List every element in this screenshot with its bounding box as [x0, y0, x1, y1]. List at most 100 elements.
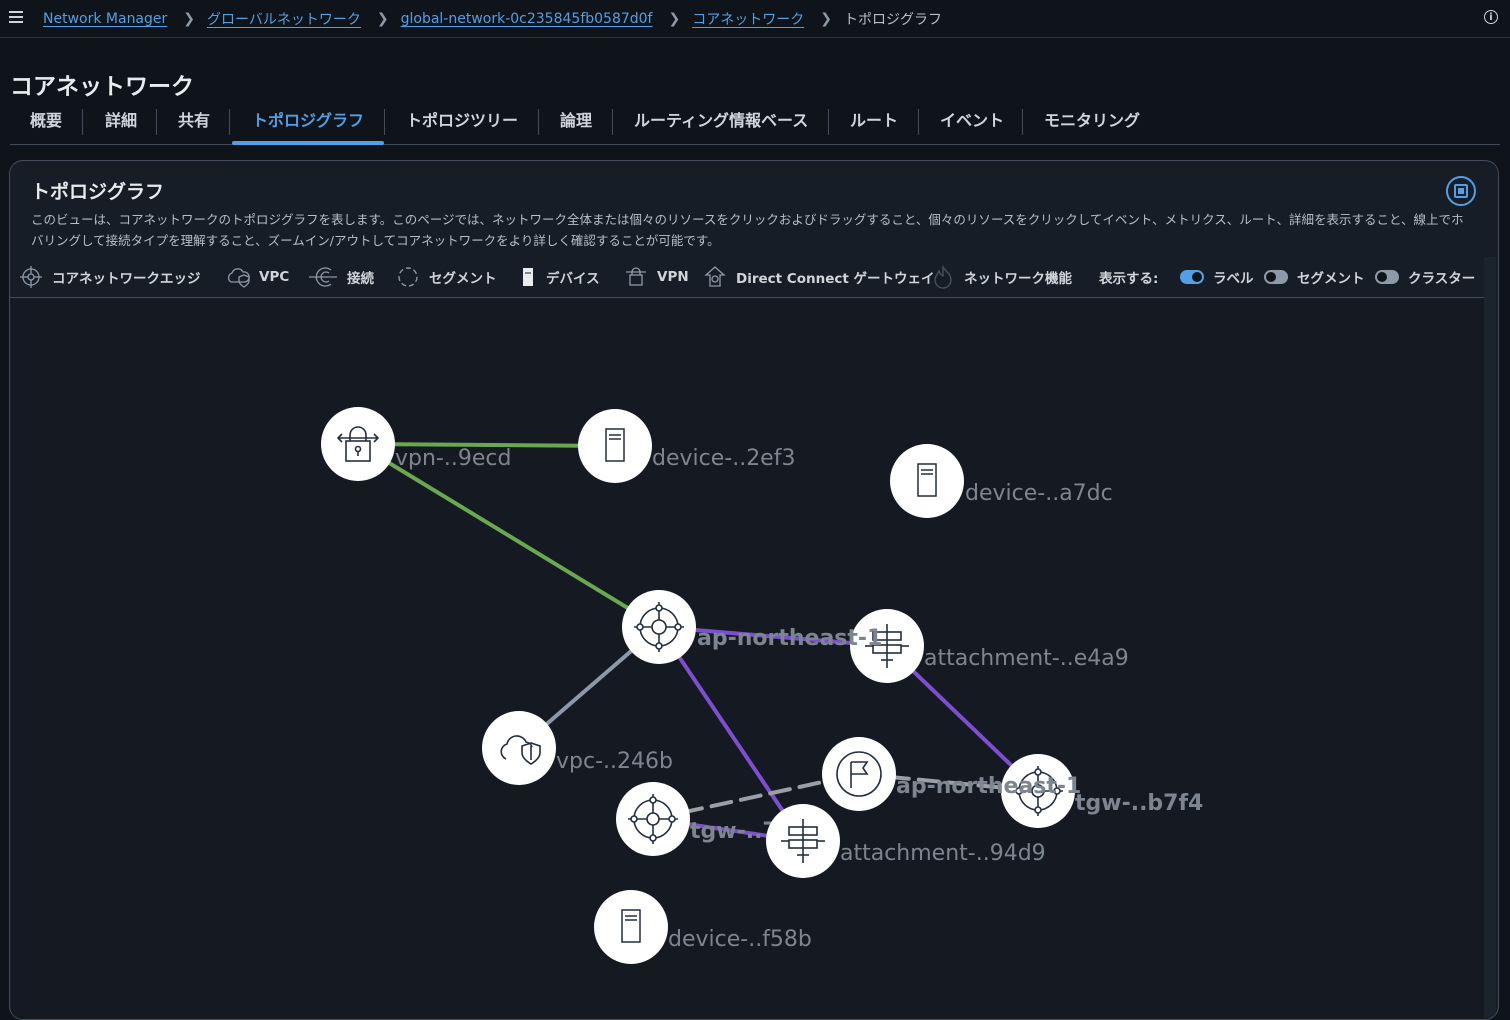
breadcrumb-current: トポロジグラフ [843, 12, 942, 28]
info-icon[interactable]: i [1484, 10, 1498, 24]
legend-vpn: VPN [623, 257, 689, 297]
node-vpn[interactable] [321, 407, 395, 481]
legend-label: 接続 [347, 271, 374, 287]
node-transit-gateway[interactable] [616, 782, 690, 856]
toggle-switch[interactable] [1180, 270, 1204, 284]
breadcrumb-core-network[interactable]: コアネットワーク [692, 12, 805, 28]
core-network-edge-icon [634, 602, 684, 652]
tab-bar: 概要 詳細 共有 トポロジグラフ トポロジツリー 論理 ルーティング情報ベース … [10, 104, 1500, 145]
node-label: device-..2ef3 [652, 446, 795, 471]
tab-topology-graph[interactable]: トポロジグラフ [231, 104, 385, 145]
breadcrumb-network-manager[interactable]: Network Manager [43, 11, 168, 27]
page-title: コアネットワーク [10, 74, 194, 100]
tab-rib[interactable]: ルーティング情報ベース [634, 111, 809, 130]
node-vpc[interactable] [482, 711, 556, 785]
node-label: device-..f58b [668, 927, 812, 952]
node-device[interactable] [578, 409, 652, 483]
topology-graph-panel: トポロジグラフ このビューは、コアネットワークのトポロジグラフを表します。このペ… [9, 160, 1499, 1020]
breadcrumb-global-network-id[interactable]: global-network-0c235845fb0587d0f [400, 11, 653, 27]
breadcrumb-global-networks[interactable]: グローバルネットワーク [207, 12, 361, 28]
panel-description: このビューは、コアネットワークのトポロジグラフを表します。このページでは、ネット… [31, 212, 1464, 248]
attachment-icon [865, 624, 909, 668]
device-icon [621, 909, 641, 943]
attachment-icon [781, 819, 825, 863]
tab-topology-tree[interactable]: トポロジツリー [406, 111, 519, 130]
node-device[interactable] [890, 444, 964, 518]
device-icon [917, 463, 937, 497]
show-options-label: 表示する: [1099, 271, 1159, 287]
node-core-network-edge[interactable] [622, 590, 696, 664]
node-label: vpn-..9ecd [395, 446, 511, 471]
tab-logical[interactable]: 論理 [560, 111, 593, 130]
vpc-icon [500, 735, 541, 765]
toggle-switch[interactable] [1264, 270, 1288, 284]
legend-label: Direct Connect ゲートウェイ [736, 271, 935, 287]
legend-label: デバイス [546, 271, 600, 287]
connection-icon [309, 267, 337, 287]
legend-network-function: ネットワーク機能 [930, 257, 1072, 297]
node-label: attachment-..e4a9 [924, 646, 1129, 671]
topology-canvas[interactable]: vpn-..9ecd device-..2ef3 [11, 298, 1484, 1019]
node-label: vpc-..246b [556, 749, 673, 774]
toggle-labels[interactable]: ラベル [1180, 257, 1254, 297]
legend-label: セグメント [429, 271, 497, 287]
breadcrumb: Network Manager ❯ グローバルネットワーク ❯ global-n… [43, 9, 942, 29]
node-label: tgw-..b7f4 [1075, 791, 1203, 816]
menu-icon[interactable] [9, 11, 23, 23]
panel-title: トポロジグラフ [31, 181, 165, 203]
node-attachment[interactable] [766, 804, 840, 878]
legend-label: コアネットワークエッジ [52, 271, 201, 287]
legend-connection: 接続 [307, 257, 374, 297]
legend-device: デバイス [518, 257, 600, 297]
tab-routes[interactable]: ルート [850, 111, 899, 130]
toggle-clusters[interactable]: クラスター [1375, 257, 1475, 297]
direct-connect-gateway-icon [704, 266, 726, 287]
node-label: ap-northeast-1 [896, 774, 1081, 799]
toggle-segments[interactable]: セグメント [1264, 257, 1365, 297]
core-network-edge-icon [20, 266, 42, 288]
transit-gateway-icon [628, 794, 678, 844]
legend-label: VPC [259, 269, 290, 285]
legend-label: VPN [657, 269, 689, 285]
legend-vpc: VPC [225, 257, 289, 297]
top-bar: Network Manager ❯ グローバルネットワーク ❯ global-n… [0, 0, 1510, 38]
tab-sharing[interactable]: 共有 [178, 111, 211, 130]
node-label: ap-northeast-1 [697, 626, 882, 651]
legend-direct-connect-gateway: Direct Connect ゲートウェイ [702, 257, 935, 297]
tab-overview[interactable]: 概要 [30, 111, 63, 130]
segment-icon [836, 751, 882, 797]
network-function-icon [934, 264, 952, 289]
device-icon [523, 268, 533, 286]
node-device[interactable] [594, 890, 668, 964]
chevron-right-icon: ❯ [820, 11, 832, 27]
edge-cne-att2 [657, 625, 805, 843]
node-attachment[interactable] [850, 609, 924, 683]
graph-legend: コアネットワークエッジ VPC 接続 セグメント デバイス VPN Direct… [10, 257, 1484, 298]
vpn-icon [626, 267, 646, 286]
legend-segment: セグメント [395, 257, 497, 297]
edge-vpn-device [356, 442, 617, 448]
node-label: attachment-..94d9 [840, 841, 1046, 866]
vpn-icon [336, 426, 380, 462]
edge-vpn-cne [356, 442, 661, 629]
toggle-switch[interactable] [1375, 270, 1399, 284]
tab-details[interactable]: 詳細 [105, 111, 138, 130]
node-transit-gateway[interactable] [1001, 754, 1075, 828]
node-label: device-..a7dc [965, 481, 1113, 506]
legend-core-network-edge: コアネットワークエッジ [18, 257, 201, 297]
node-segment[interactable] [822, 737, 896, 811]
tab-events[interactable]: イベント [940, 111, 1005, 130]
vpc-icon [227, 268, 250, 288]
chevron-right-icon: ❯ [376, 11, 389, 27]
transit-gateway-icon [1013, 766, 1063, 816]
tab-monitoring[interactable]: モニタリング [1044, 111, 1141, 130]
chevron-right-icon: ❯ [668, 11, 681, 27]
legend-label: ネットワーク機能 [964, 271, 1072, 287]
edge-cne-att1 [657, 625, 889, 648]
scrollbar[interactable] [1484, 257, 1496, 1017]
topology-graph: vpn-..9ecd device-..2ef3 [321, 407, 1203, 964]
segment-icon [398, 267, 418, 287]
device-icon [605, 428, 625, 462]
chevron-right-icon: ❯ [183, 11, 196, 27]
fullscreen-button[interactable] [1446, 176, 1476, 206]
